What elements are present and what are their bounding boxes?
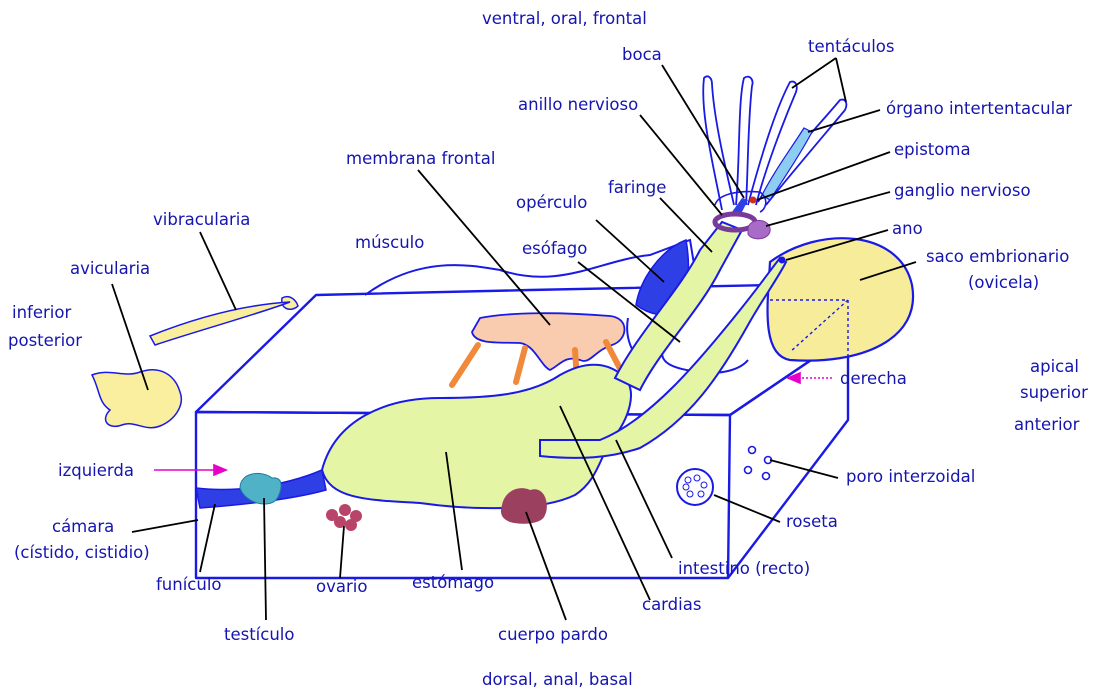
pore — [749, 447, 756, 454]
label-esofago: esófago — [522, 239, 587, 258]
box-right-face — [728, 335, 848, 578]
muscle-1 — [452, 345, 478, 385]
label-camara-2: (cístido, cistidio) — [14, 543, 150, 562]
label-ano: ano — [892, 219, 923, 238]
label-tentaculos: tentáculos — [808, 37, 894, 56]
label-musculo: músculo — [355, 233, 424, 252]
leader-ganglio — [766, 192, 890, 226]
label-ganglio-nervioso: ganglio nervioso — [894, 181, 1031, 200]
label-poro-interzoidal: poro interzoidal — [846, 467, 975, 486]
label-saco-embrionario-2: (ovicela) — [968, 273, 1039, 292]
orientation-right-1: apical — [1030, 357, 1079, 376]
epistome — [750, 197, 757, 204]
rosette-pore — [687, 491, 693, 497]
orientation-left-1: inferior — [12, 303, 71, 322]
leader-intestino — [616, 440, 672, 558]
leader-tentaculos-2 — [836, 58, 846, 102]
orientation-left-2: posterior — [8, 331, 82, 350]
stomach — [322, 365, 631, 508]
label-izquierda: izquierda — [58, 461, 134, 480]
leader-tentaculos-1 — [792, 58, 836, 88]
leader-cuerpo — [526, 512, 566, 620]
leader-camara — [132, 520, 198, 532]
leader-roseta — [714, 495, 780, 522]
label-avicularia: avicularia — [70, 259, 150, 278]
label-boca: boca — [622, 45, 662, 64]
label-derecha: derecha — [840, 369, 907, 388]
label-saco-embrionario-1: saco embrionario — [926, 247, 1069, 266]
pore — [763, 473, 770, 480]
leader-ovario — [340, 526, 344, 578]
leader-poro — [770, 460, 838, 478]
label-faringe: faringe — [608, 178, 666, 197]
rosette-pore — [694, 475, 700, 481]
label-cardias: cardias — [642, 595, 701, 614]
label-roseta: roseta — [786, 512, 838, 531]
nerve-ganglion — [748, 221, 770, 239]
interzooidal-pores — [745, 447, 772, 480]
vibracularia — [150, 297, 298, 345]
label-camara-1: cámara — [52, 517, 114, 536]
ovary-cell — [345, 519, 357, 531]
label-organo-intertentacular: órgano intertentacular — [886, 99, 1072, 118]
label-membrana-frontal: membrana frontal — [346, 149, 495, 168]
label-operculo: opérculo — [516, 193, 587, 212]
leader-anillo — [640, 115, 722, 215]
leader-operculo — [596, 220, 664, 282]
avicularia — [92, 370, 181, 428]
label-epistoma: epistoma — [894, 140, 971, 159]
pore — [745, 467, 752, 474]
label-cuerpo-pardo: cuerpo pardo — [498, 625, 608, 644]
rosette-pore — [698, 491, 704, 497]
vibracularium-seta — [150, 302, 290, 345]
leader-vibracularia — [200, 232, 236, 310]
label-estomago: estómago — [412, 573, 494, 592]
label-vibracularia: vibracularia — [153, 210, 250, 229]
rosette — [677, 469, 713, 505]
label-anillo-nervioso: anillo nervioso — [518, 95, 638, 114]
label-testiculo: testículo — [224, 625, 294, 644]
leader-organo — [808, 110, 880, 132]
muscle-2 — [516, 348, 525, 382]
rosette-pore — [685, 477, 691, 483]
orientation-right-3: anterior — [1014, 415, 1080, 434]
ovary-cell — [339, 504, 351, 516]
leader-funiculo — [200, 504, 215, 572]
orientation-bottom: dorsal, anal, basal — [482, 670, 633, 689]
label-ovario: ovario — [316, 577, 367, 596]
tentacle — [703, 76, 734, 210]
rosette-ring — [677, 469, 713, 505]
anus — [779, 257, 786, 264]
orientation-right-2: superior — [1020, 383, 1088, 402]
rosette-pore — [701, 482, 707, 488]
orientation-top: ventral, oral, frontal — [482, 9, 647, 28]
label-funiculo: funículo — [156, 575, 222, 594]
label-intestino: intestino (recto) — [678, 559, 810, 578]
arrow-left-head — [214, 465, 226, 475]
leader-testiculo — [264, 498, 266, 620]
rosette-pore — [683, 484, 689, 490]
tentacle — [736, 77, 753, 205]
